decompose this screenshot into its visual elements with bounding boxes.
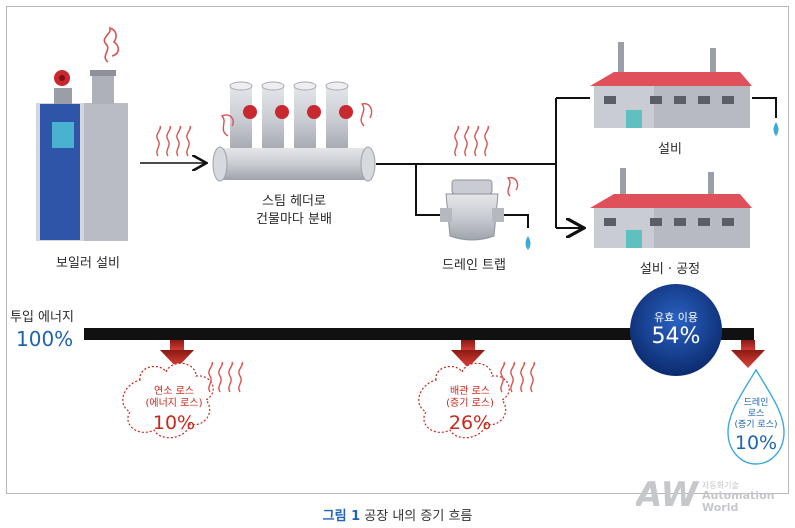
loss-cloud-icon: [122, 362, 214, 439]
useful-energy-circle: [630, 284, 722, 376]
watermark-line3: World: [702, 501, 738, 514]
combustion-loss-percent: 10%: [152, 412, 196, 434]
drain-loss-sublabel: (증기 로스): [734, 420, 778, 430]
steam-icon: [208, 361, 536, 393]
watermark-line1: 자동화기술: [702, 480, 739, 490]
piping-loss-label: 배관 로스: [450, 386, 490, 397]
watermark-line2: Automation: [702, 489, 774, 502]
factory-icon: [590, 42, 752, 128]
loss-arrow-icon: [451, 340, 485, 368]
caption-label: 그림 1: [322, 509, 361, 524]
watermark-logo-mark: AW: [636, 475, 699, 514]
input-energy-percent: 100%: [16, 327, 74, 351]
water-drop-icon: [525, 236, 531, 250]
header-label-line2: 건물마다 분배: [256, 212, 332, 227]
loss-cloud-icon: [418, 362, 510, 439]
boiler-label: 보일러 설비: [56, 256, 120, 271]
steam-header-icon: [212, 81, 376, 182]
piping-loss-sublabel: (증기 로스): [446, 398, 494, 409]
combustion-loss-sublabel: (에너지 로스): [145, 398, 203, 409]
equipment-process-label: 설비 · 공정: [639, 262, 701, 277]
drain-loss-label-2: 로스: [747, 409, 765, 419]
pipe-line: [376, 97, 777, 228]
factory-icon: [590, 168, 752, 248]
steam-icon: [220, 103, 373, 137]
figure-caption: 그림 1 공장 내의 증기 흐름: [0, 505, 795, 524]
water-drop-icon: [773, 122, 779, 136]
useful-percent: 54%: [651, 324, 701, 349]
useful-label: 유효 이용: [654, 311, 698, 324]
watermark-logo: AW 자동화기술 Automation World: [633, 474, 786, 515]
drain-trap-icon: [440, 179, 504, 241]
drain-loss-label: 드레인: [743, 398, 769, 408]
drain-loss-drop-icon: [727, 368, 785, 465]
input-energy-label: 투입 에너지: [10, 310, 74, 325]
piping-loss-percent: 26%: [448, 412, 492, 434]
steam-icon: [156, 125, 192, 157]
steam-icon: [454, 125, 519, 197]
loss-arrow-icon: [731, 340, 765, 368]
energy-flow-bar: [84, 328, 754, 340]
boiler-icon: [36, 26, 128, 241]
equipment-label: 설비: [658, 142, 682, 157]
caption-text: 공장 내의 증기 흐름: [364, 509, 473, 524]
combustion-loss-label: 연소 로스: [154, 386, 194, 397]
loss-arrow-icon: [160, 340, 194, 368]
drain-loss-percent: 10%: [734, 432, 778, 454]
trap-label: 드레인 트랩: [442, 258, 506, 273]
header-label-line1: 스팀 헤더로: [262, 194, 326, 209]
